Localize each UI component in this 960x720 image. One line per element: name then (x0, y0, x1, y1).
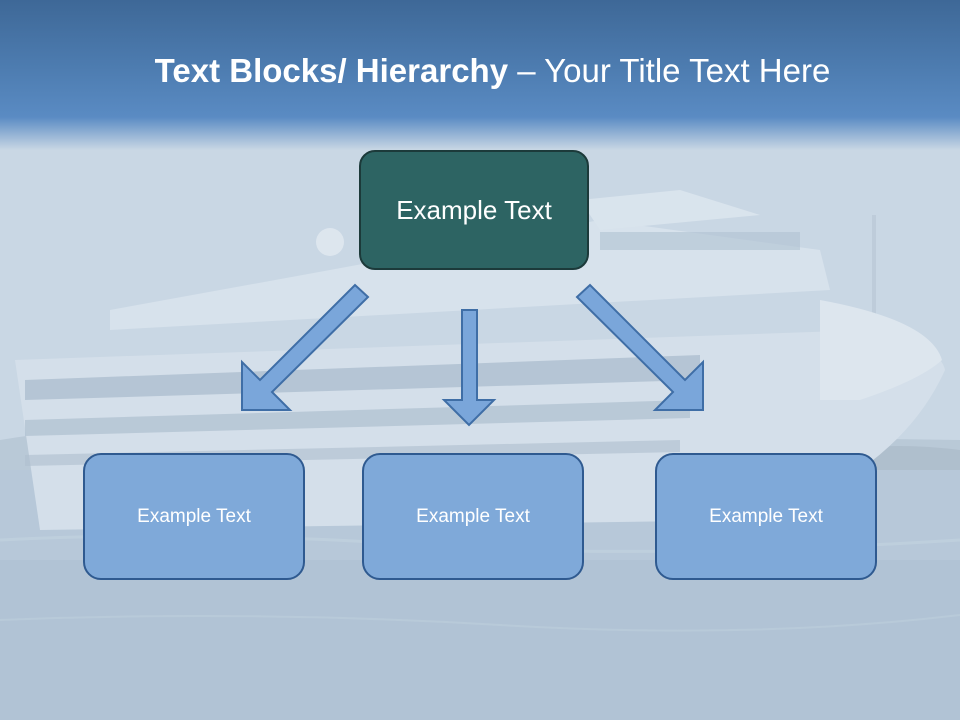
arrow-right (575, 283, 704, 411)
child-text-block-label: Example Text (137, 505, 251, 527)
arrow-left (241, 283, 370, 411)
title-band (0, 0, 960, 150)
slide-title: Text Blocks/ Hierarchy – Your Title Text… (0, 52, 960, 90)
child-text-block-middle[interactable]: Example Text (362, 453, 584, 580)
arrow-middle (441, 309, 497, 427)
top-text-block[interactable]: Example Text (359, 150, 589, 270)
title-rest: – Your Title Text Here (508, 52, 831, 89)
title-strong: Text Blocks/ Hierarchy (154, 52, 509, 89)
child-text-block-label: Example Text (416, 505, 530, 527)
child-text-block-left[interactable]: Example Text (83, 453, 305, 580)
child-text-block-label: Example Text (709, 505, 823, 527)
child-text-block-right[interactable]: Example Text (655, 453, 877, 580)
top-text-block-label: Example Text (396, 194, 552, 225)
